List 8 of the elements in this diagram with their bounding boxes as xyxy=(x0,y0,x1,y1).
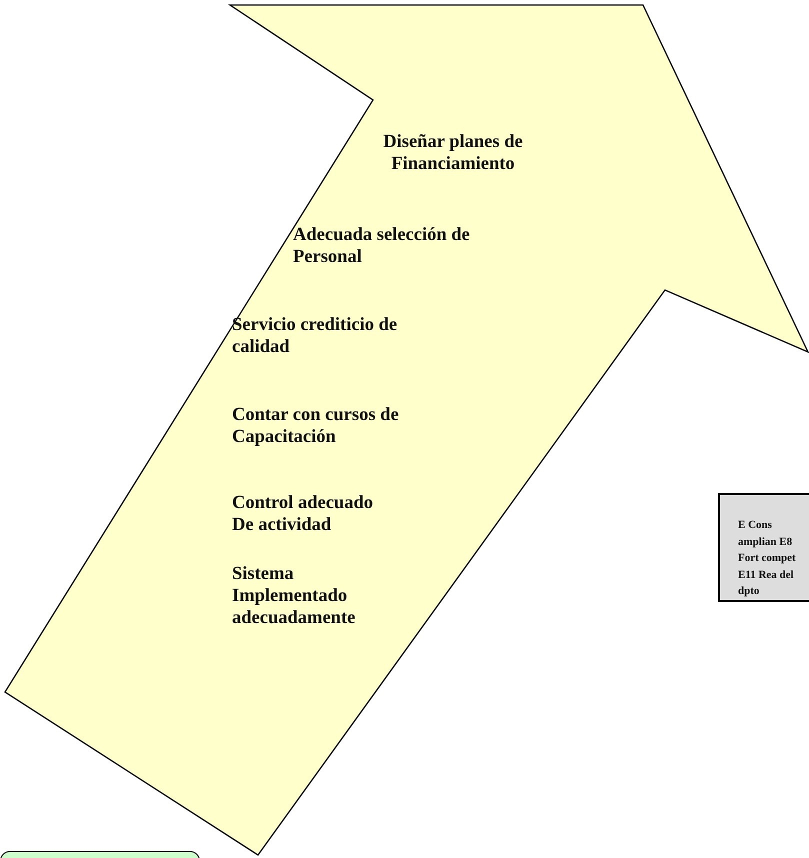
strategy-card xyxy=(718,493,809,602)
strategy-text: E Cons amplian E8 Fort compet E11 Rea del dpto xyxy=(738,518,797,599)
goal-text: Sistema Implementado adecuadamente xyxy=(232,563,356,629)
goal-text: Adecuada selección de Personal xyxy=(293,224,471,268)
goal-text: Contar con cursos de Capacitación xyxy=(232,404,400,448)
goal-text: Diseñar planes de Financiamiento xyxy=(382,131,524,175)
goal-text: Control adecuado De actividad xyxy=(232,492,374,536)
goal-text: Servicio crediticio de calidad xyxy=(232,314,398,358)
